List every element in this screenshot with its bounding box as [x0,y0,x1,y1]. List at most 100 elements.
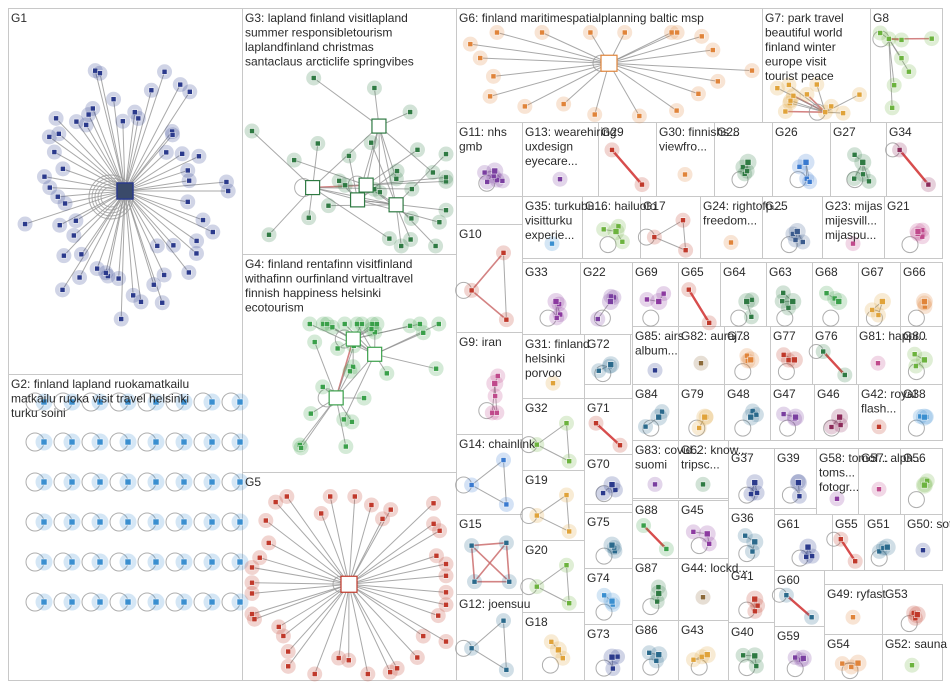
group-title: G53 [885,587,908,601]
group-title: G43 [681,623,704,637]
node [68,518,76,526]
node [851,152,858,158]
nodes-g74 [596,587,621,613]
node [607,298,614,305]
node [911,351,918,357]
node [686,286,692,293]
node [610,665,616,672]
group-label-g44: G44: lockd... [681,561,748,575]
node [225,188,231,194]
node [41,173,48,180]
group-title: G87 [635,561,658,575]
group-title: G28 [717,125,740,139]
group-g38 [900,384,943,441]
node [443,602,449,608]
node [407,323,413,329]
group-title: G81: happi... [859,329,928,343]
node [436,219,443,225]
group-title: G24: rightofp... [703,199,782,213]
node [921,298,928,305]
nodes-g49 [845,609,861,625]
group-label-g57: G57: alph... [861,451,923,465]
node [814,81,820,88]
node [800,239,806,245]
group-title: G68 [815,265,838,279]
node [752,608,758,615]
group-title: G79 [681,387,704,401]
node [68,398,76,406]
nodes-g47 [776,406,805,427]
group-label-g50: G50: sota [907,517,950,531]
group-title: G57: alph... [861,451,923,465]
node [655,584,662,590]
node [393,176,400,182]
node [796,164,803,170]
node [130,292,136,299]
group-title: G73 [587,627,610,641]
group-label-g64: G64 [723,265,746,279]
node [263,517,269,524]
node [436,527,443,534]
group-term: helsinki [525,352,565,366]
group-term: visitturku [525,214,572,228]
group-term: summer responsibletourism [245,26,392,40]
group-label-g55: G55 [835,517,858,531]
node [503,667,510,673]
node [68,438,76,446]
group-title: G6: finland maritimespatialplanning balt… [459,11,704,25]
node [97,70,103,76]
group-g72 [584,334,631,385]
node [118,316,124,322]
nodes-g40 [735,647,764,674]
node [148,87,155,94]
node [499,178,506,184]
group-title: G22 [583,265,606,279]
node [749,67,755,74]
node [347,368,353,375]
group-title: G88 [635,503,658,517]
node [913,611,921,618]
node [169,132,176,138]
node [68,558,76,566]
node [706,541,712,547]
node [96,598,104,606]
node [468,482,475,488]
group-label-g40: G40 [731,625,754,639]
nodes-g77 [776,347,803,369]
group-label-g73: G73 [587,627,610,641]
node [96,558,104,566]
node [154,243,161,249]
node [249,564,255,571]
node [749,548,756,555]
node [180,438,188,446]
node [802,159,810,166]
group-label-g51: G51 [867,517,890,531]
group-term: toms... [819,466,855,480]
edges-g88 [642,524,668,550]
group-label-g8: G8 [873,11,889,25]
node [180,518,188,526]
group-g48 [724,384,771,441]
nodes-g85 [647,362,663,378]
nodes-g25 [785,223,811,250]
node [875,360,881,366]
hub-node [358,177,374,193]
group-label-g29: G29 [601,125,624,139]
group-title: G58: tomof... [819,451,888,465]
node [751,538,759,546]
group-title: G63 [769,265,792,279]
nodes-g35 [544,236,560,252]
nodes-g17 [646,212,694,258]
node [789,298,797,305]
node [443,638,449,645]
group-g52 [882,634,943,681]
group-g73 [584,624,633,681]
group-label-g28: G28 [717,125,740,139]
node [249,128,255,134]
group-label-g46: G46 [817,387,840,401]
node [22,221,28,227]
group-term: europe visit [765,55,827,69]
group-label-g15: G15 [459,517,482,531]
nodes-g29 [604,142,650,193]
node [703,651,711,658]
